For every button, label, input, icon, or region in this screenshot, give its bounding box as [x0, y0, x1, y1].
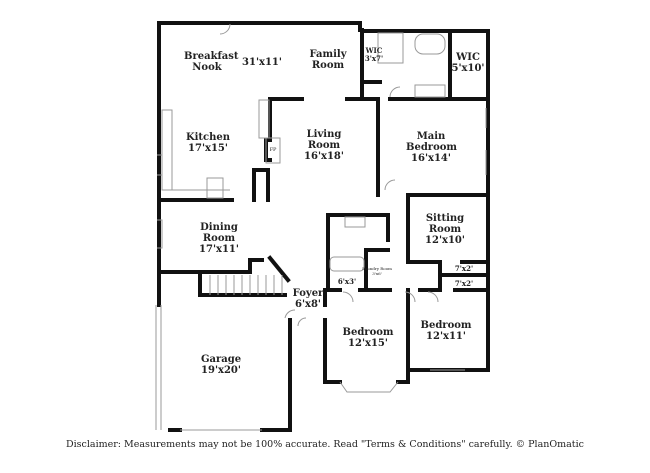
- wall-linen: [364, 248, 390, 292]
- room-size: 7'x2': [454, 279, 474, 288]
- room-size: 6'x8': [294, 299, 322, 310]
- wall-sitting-left: [406, 193, 442, 264]
- wall-outer-top-right: [360, 29, 490, 372]
- stair-treads: [209, 275, 283, 295]
- room-label-closet: 6'x3': [338, 278, 356, 286]
- wall-bedroom-right-bottom: [406, 368, 490, 384]
- room-size: 31'x11': [242, 57, 282, 68]
- disclaimer: Disclaimer: Measurements may not be 100%…: [66, 439, 584, 450]
- room-size: 6'x3': [337, 277, 357, 286]
- fireplace: [265, 137, 281, 164]
- kitchen-island-pantry: [206, 177, 224, 199]
- wall-foyer-angle: [267, 255, 291, 283]
- room-size: 17'x11': [199, 244, 239, 255]
- room-name: Living Room: [306, 129, 342, 151]
- room-label-family-size: 31'x11': [242, 57, 282, 68]
- room-name: Laundry Room: [362, 266, 392, 271]
- room-size: 3'x7': [364, 54, 384, 63]
- vanity-main: [414, 84, 446, 98]
- room-name: Garage: [200, 354, 242, 365]
- room-size: 12'x10': [425, 235, 465, 246]
- wall-closets: [438, 260, 490, 292]
- room-name: Family Room: [309, 49, 347, 71]
- kitchen-counter: [161, 109, 173, 191]
- room-label-closet-2: 7'x2': [455, 265, 473, 273]
- window-dining: [157, 219, 163, 249]
- room-size: 17'x15': [188, 143, 228, 154]
- wall-bath-top: [326, 213, 390, 242]
- room-name: WIC: [365, 46, 383, 55]
- vanity-hall: [344, 216, 366, 228]
- room-size: 19'x20': [201, 365, 241, 376]
- fireplace-label: FP: [269, 147, 277, 153]
- tub-hall: [329, 256, 365, 272]
- room-label-closet-3: 7'x2': [455, 280, 473, 288]
- room-size: 12'x15': [348, 338, 388, 349]
- wall-closet: [252, 168, 270, 202]
- wall-dining-bottom: [160, 258, 264, 274]
- room-label-family-room: Family Room: [306, 49, 350, 71]
- tub-main: [414, 33, 446, 55]
- shower: [377, 32, 404, 64]
- room-name: Bedroom: [342, 327, 394, 338]
- room-label-breakfast-nook: Breakfast Nook: [184, 51, 239, 73]
- room-size: 5'x10': [451, 63, 485, 74]
- room-size: 3'x6': [372, 271, 382, 276]
- room-size: 16'x18': [304, 151, 344, 162]
- room-name: WIC: [456, 52, 480, 63]
- wall-outer-top: [157, 21, 362, 32]
- door-swings: [219, 23, 439, 327]
- room-name: Sitting Room: [425, 213, 465, 235]
- room-name: Bedroom: [420, 320, 472, 331]
- room-size: 7'x2': [454, 264, 474, 273]
- wall-stairs: [198, 270, 287, 297]
- room-name: Foyer: [292, 288, 324, 299]
- room-size: 16'x14': [411, 153, 451, 164]
- room-size: 12'x11': [426, 331, 466, 342]
- room-name: Dining Room: [200, 222, 238, 244]
- room-name: Kitchen: [185, 132, 231, 143]
- counter-living: [258, 99, 270, 139]
- wall-bedroom1: [323, 288, 410, 384]
- room-name: Breakfast Nook: [184, 51, 239, 73]
- window-garage-left: [155, 305, 162, 430]
- window-bay: [339, 381, 399, 393]
- room-name: Main Bedroom: [406, 131, 457, 153]
